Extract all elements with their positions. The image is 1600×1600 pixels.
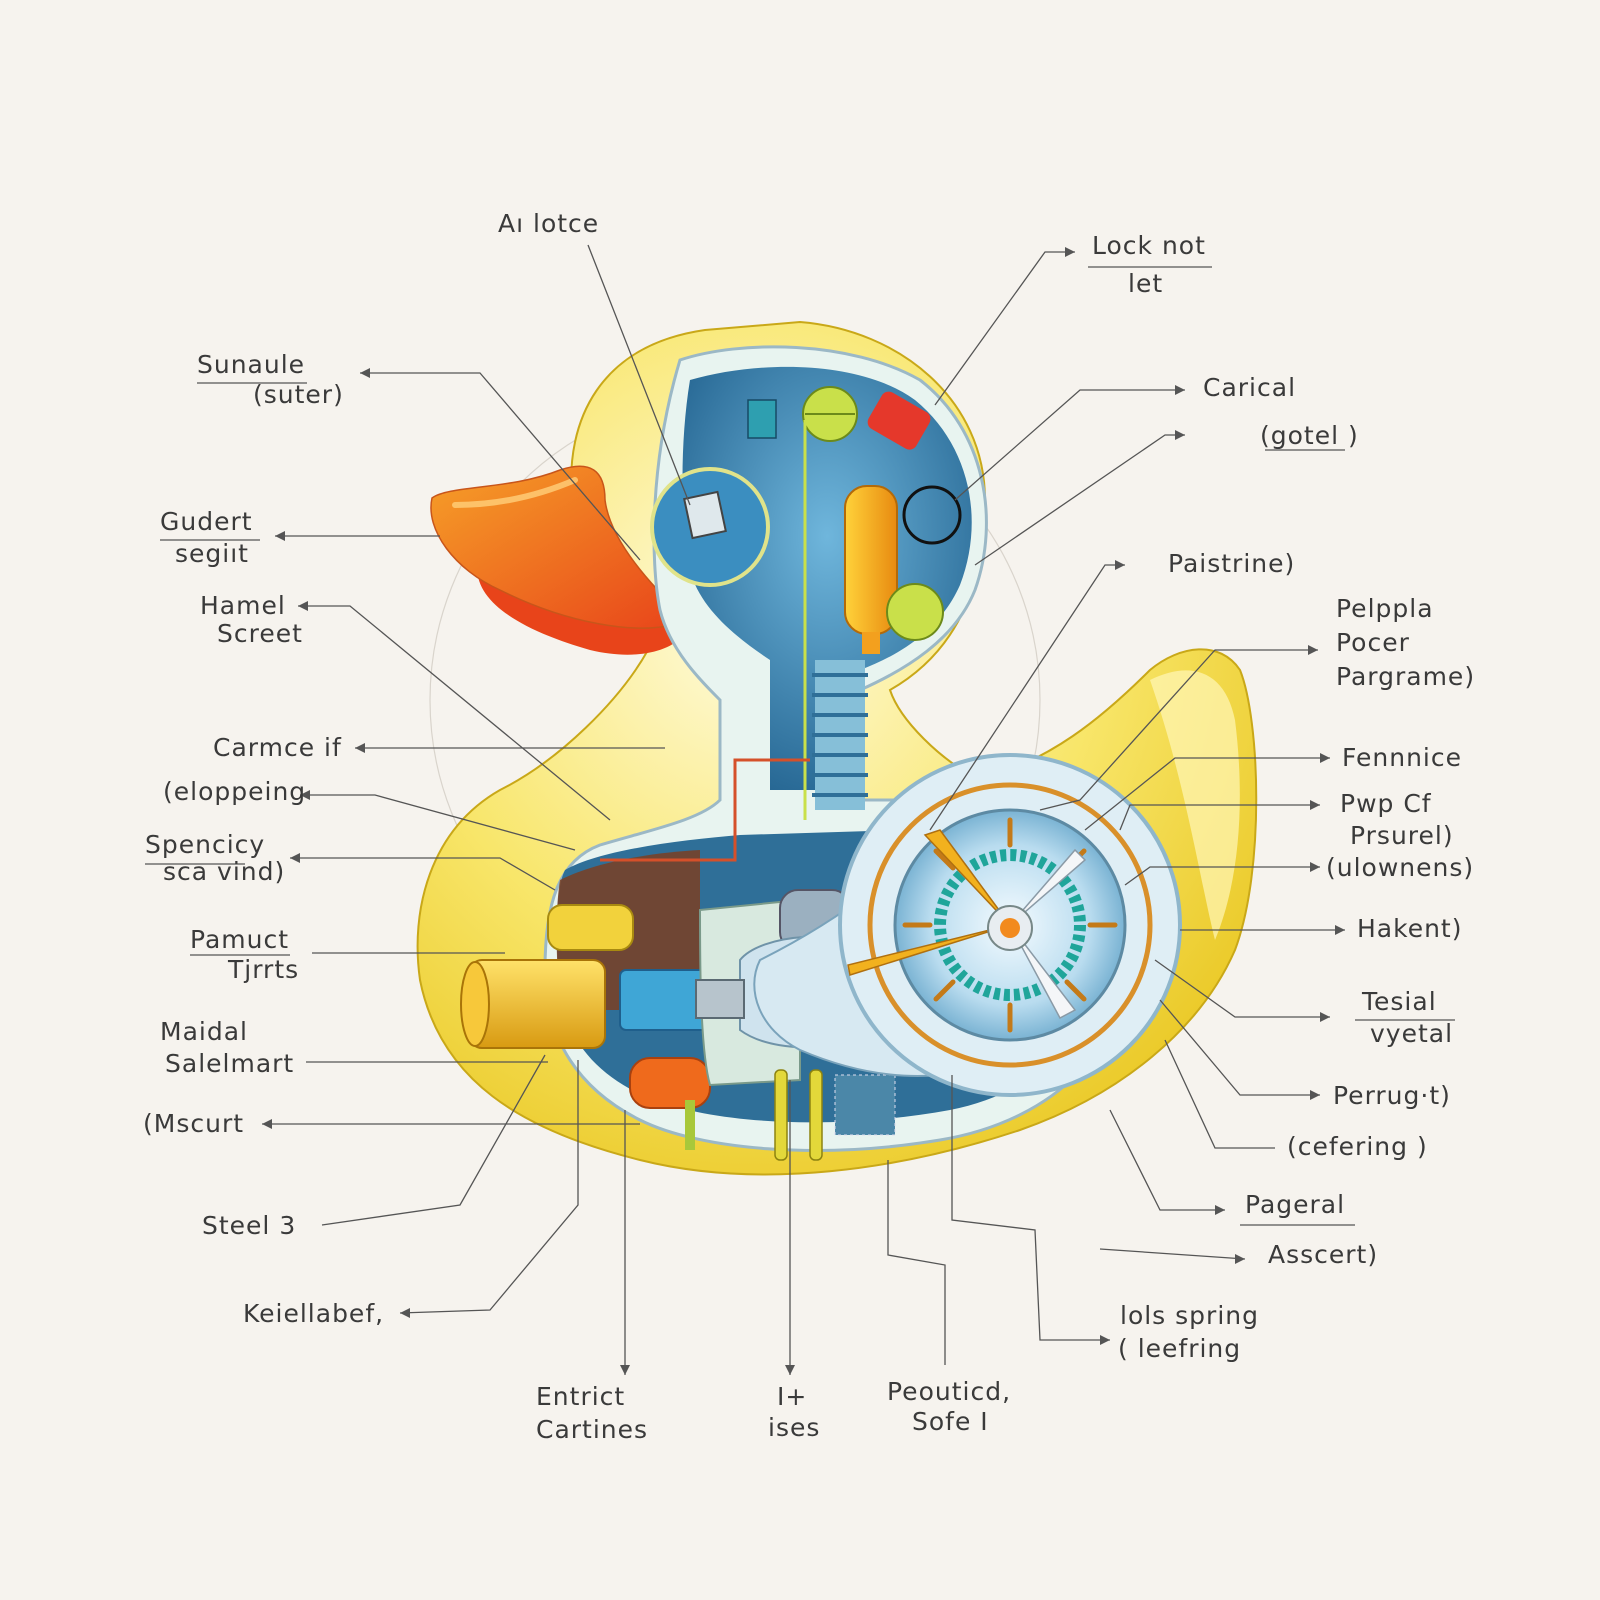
- label-lock-not-line1: Lock not: [1092, 231, 1206, 260]
- label-spencicy-line2: sca vind): [163, 857, 285, 886]
- label-peouticd-line2: Sofe I: [912, 1407, 989, 1436]
- arrowheads: [262, 247, 1345, 1375]
- label-gotel: (gotel ): [1260, 421, 1359, 450]
- label-spencicy-line1: Spencicy: [145, 830, 265, 859]
- label-hamel-line1: Hamel: [200, 591, 286, 620]
- label-mscurt: (Mscurt: [143, 1109, 244, 1138]
- label-pwp-line1: Pwp Cf: [1340, 789, 1432, 818]
- label-peouticd-line1: Peouticd,: [887, 1377, 1011, 1406]
- label-ulownens: (ulownens): [1326, 853, 1474, 882]
- head-chamber: [682, 366, 972, 790]
- fan-blade-3: [1009, 924, 1077, 1020]
- nozzle-tip: [695, 979, 745, 1019]
- label-paistrine: Paistrine): [1168, 549, 1295, 578]
- label-entrict-line1: Entrict: [536, 1382, 625, 1411]
- beak-lower: [477, 560, 690, 655]
- label-gudert-line1: Gudert: [160, 507, 253, 536]
- green-ball-lower: [886, 583, 944, 641]
- label-eloppeing: (eloppeing: [163, 777, 306, 806]
- yellow-cylinder: [469, 959, 606, 1049]
- label-hakent: Hakent): [1357, 914, 1463, 943]
- fan-blade-1: [923, 829, 1011, 926]
- label-underlines: [145, 266, 1455, 1226]
- label-pageral: Pageral: [1245, 1190, 1345, 1219]
- beak-shine: [452, 477, 578, 508]
- label-entrict-line2: Cartines: [536, 1415, 648, 1444]
- label-a-lotce: Aı lotce: [498, 209, 599, 238]
- label-maidal-line1: Maidal: [160, 1017, 248, 1046]
- label-pelppla-line2: Pocer: [1336, 628, 1410, 657]
- fan-blade-4: [847, 924, 1011, 976]
- label-asscert: Asscert): [1268, 1240, 1378, 1269]
- labels: Aı lotce Lock not let Sunaule (suter) Ca…: [143, 209, 1475, 1444]
- label-it-line1: I+: [777, 1382, 807, 1411]
- grid-module: [747, 399, 777, 439]
- label-pamuct-line1: Pamuct: [190, 925, 289, 954]
- head-chip: [683, 490, 727, 540]
- label-carical: Carical: [1203, 373, 1296, 402]
- rod-2: [809, 1069, 823, 1161]
- label-perrug: Perrug·t): [1333, 1081, 1451, 1110]
- fan-gauge: [753, 753, 1182, 1097]
- label-cefering: (cefering ): [1287, 1132, 1428, 1161]
- label-tesial-line2: vyetal: [1370, 1019, 1453, 1048]
- small-canister: [547, 904, 634, 951]
- label-sunaule-line2: (suter): [253, 380, 344, 409]
- label-tesial-line1: Tesial: [1361, 987, 1437, 1016]
- label-keiellabef: Keiellabef,: [243, 1299, 384, 1328]
- label-it-line2: ises: [768, 1413, 820, 1442]
- leader-lines: [262, 244, 1345, 1375]
- label-hamel-line2: Screet: [217, 619, 303, 648]
- label-lock-not-line2: let: [1128, 269, 1163, 298]
- rod-1: [774, 1069, 788, 1161]
- wire-ring: [902, 485, 962, 545]
- label-pwp-line2: Prsurel): [1350, 821, 1454, 850]
- label-sunaule-line1: Sunaule: [197, 350, 305, 379]
- label-carmce: Carmce if: [213, 733, 342, 762]
- red-pipe: [600, 758, 810, 862]
- label-pelppla-line3: Pargrame): [1336, 662, 1475, 691]
- label-pamuct-line2: Tjrrts: [227, 955, 299, 984]
- orange-cylinder: [629, 1057, 711, 1109]
- label-gudert-line2: segiıt: [175, 539, 249, 568]
- label-pelppla-line1: Pelppla: [1336, 594, 1434, 623]
- label-lols-line1: lols spring: [1120, 1301, 1259, 1330]
- gauge-gear: [934, 849, 1086, 1001]
- label-fennnice: Fennnice: [1342, 743, 1462, 772]
- mesh-panel: [834, 1074, 896, 1136]
- red-module: [867, 391, 931, 450]
- label-steel: Steel 3: [202, 1211, 296, 1240]
- coil-column: [812, 660, 868, 810]
- label-maidal-line2: Salelmart: [165, 1049, 294, 1078]
- fan-blade-2: [1009, 848, 1087, 926]
- duck-beak: [430, 465, 690, 655]
- label-lols-line2: ( leefring: [1118, 1334, 1241, 1363]
